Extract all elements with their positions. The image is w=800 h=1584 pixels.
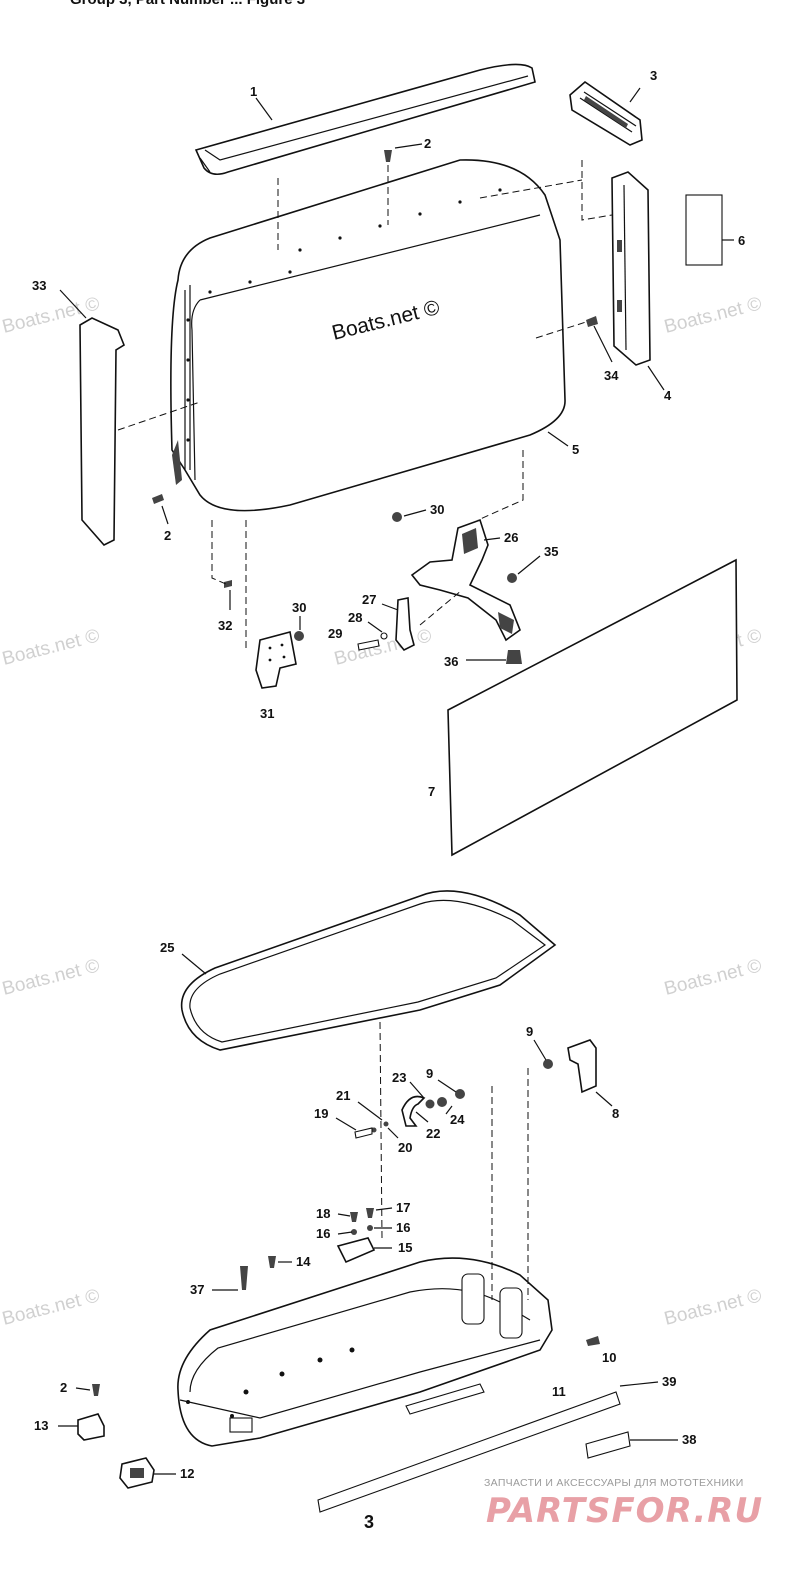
part-13-clip [77, 1384, 105, 1441]
callout-9-mid: 9 [426, 1066, 433, 1081]
callout-25: 25 [160, 940, 174, 955]
part-1-top-trim [194, 63, 536, 176]
part-11-lower-cowl [177, 1257, 553, 1447]
callout-15: 15 [398, 1240, 412, 1255]
callout-21: 21 [336, 1088, 350, 1103]
part-15-bracket [240, 1208, 376, 1290]
callout-10: 10 [602, 1350, 616, 1365]
callout-28: 28 [348, 610, 362, 625]
callout-27: 27 [362, 592, 376, 607]
callout-16-left: 16 [316, 1226, 330, 1241]
callout-30-left: 30 [292, 600, 306, 615]
part-8-hinge [567, 1039, 597, 1094]
callout-23: 23 [392, 1070, 406, 1085]
callout-13: 13 [34, 1418, 48, 1433]
callout-9-right: 9 [526, 1024, 533, 1039]
callout-5: 5 [572, 442, 579, 457]
part-31-bracket [255, 631, 297, 689]
watermark: Boats.net © [0, 1285, 102, 1329]
part-3-intake-grille [569, 80, 643, 146]
part-27-latch [357, 597, 415, 652]
callout-33: 33 [32, 278, 46, 293]
callout-16-right: 16 [396, 1220, 410, 1235]
part-6-decal [685, 194, 723, 266]
watermark: Boats.net © [662, 955, 764, 999]
part-25-seal [180, 890, 557, 1051]
partsfor-logo: ЗАПЧАСТИ И АКСЕССУАРЫ ДЛЯ МОТОТЕХНИКИ PA… [484, 1477, 763, 1531]
callout-36: 36 [444, 654, 458, 669]
part-7-panel [447, 558, 738, 857]
callout-12: 12 [180, 1466, 194, 1481]
watermark: Boats.net © [332, 625, 434, 669]
part-38-strip [585, 1431, 631, 1459]
callout-11: 11 [552, 1384, 566, 1399]
assembly-lines-top [117, 160, 613, 650]
callout-2-left: 2 [164, 528, 171, 543]
part-10-screw [586, 1336, 600, 1346]
callout-2: 2 [424, 136, 431, 151]
callout-7: 7 [428, 784, 435, 799]
callout-1: 1 [250, 84, 257, 99]
callout-37: 37 [190, 1282, 204, 1297]
callout-19: 19 [314, 1106, 328, 1121]
callout-4: 4 [664, 388, 672, 403]
callout-26: 26 [504, 530, 518, 545]
callout-3: 3 [650, 68, 657, 83]
callout-35: 35 [544, 544, 558, 559]
part-12-latch-plate [119, 1457, 155, 1489]
watermark: Boats.net © [0, 955, 102, 999]
part-22-hook [354, 1059, 553, 1139]
callout-38: 38 [682, 1432, 696, 1447]
logo-tagline: ЗАПЧАСТИ И АКСЕССУАРЫ ДЛЯ МОТОТЕХНИКИ [484, 1477, 744, 1489]
callout-39: 39 [662, 1374, 676, 1389]
watermark: Boats.net © [0, 625, 102, 669]
callout-22: 22 [426, 1126, 440, 1141]
logo-brand: PARTSFOR.RU [486, 1491, 763, 1531]
part-33-side-cover [79, 317, 125, 546]
watermark: Boats.net © [662, 293, 764, 337]
part-26-mount-bracket [410, 518, 521, 642]
callouts: 1 2 3 6 33 34 4 5 2 30 26 35 27 28 29 30… [32, 68, 745, 1481]
callout-29: 29 [328, 626, 342, 641]
callout-31: 31 [260, 706, 274, 721]
callout-17: 17 [396, 1200, 410, 1215]
callout-18: 18 [316, 1206, 330, 1221]
callout-30-top: 30 [430, 502, 444, 517]
callout-14: 14 [296, 1254, 311, 1269]
header-cutoff-text: Group 3, Part Number ... Figure 3 [70, 0, 305, 8]
watermark: Boats.net © [662, 1285, 764, 1329]
callout-2-bottom: 2 [60, 1380, 67, 1395]
callout-32: 32 [218, 618, 232, 633]
callout-8: 8 [612, 1106, 619, 1121]
part-4-side-strip [611, 171, 651, 366]
callout-34: 34 [604, 368, 619, 383]
callout-6: 6 [738, 233, 745, 248]
callout-24: 24 [450, 1112, 465, 1127]
part-39-strip [317, 1391, 621, 1513]
assembly-lines-bottom [379, 1021, 529, 1300]
part-5-upper-cowl: Boats.net © [170, 159, 566, 512]
callout-20: 20 [398, 1140, 412, 1155]
fasteners-top [152, 150, 598, 664]
sheet-number: 3 [364, 1512, 374, 1532]
